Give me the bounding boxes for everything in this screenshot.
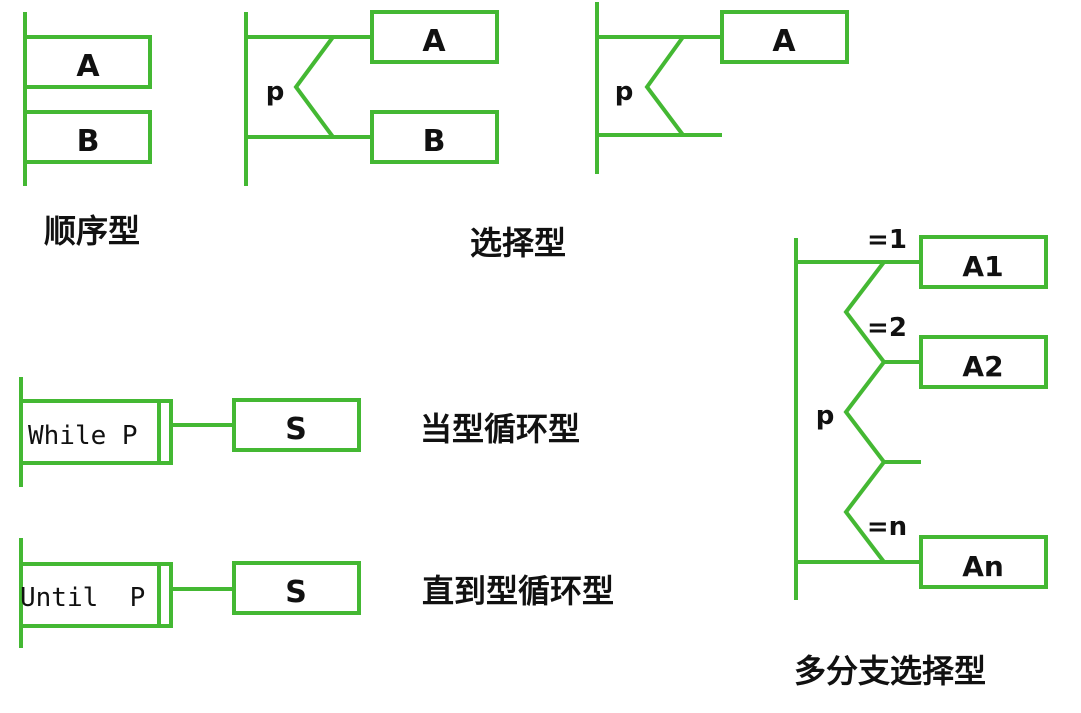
multi-selection-box-an xyxy=(919,535,1048,589)
multi-selection-branch-2-label: =2 xyxy=(867,313,907,343)
selection-diagram: p A B 选择型 xyxy=(244,10,566,262)
single-selection-condition-label: p xyxy=(615,77,634,107)
selection-box-b-label: B xyxy=(423,124,446,159)
while-loop-body-box xyxy=(232,398,361,452)
until-loop-condition-box xyxy=(19,562,173,628)
until-loop-body-box xyxy=(232,561,361,615)
single-branch-selection-diagram: p A xyxy=(595,2,849,174)
multi-selection-branch-n-label: =n xyxy=(867,512,907,542)
until-loop-condition-label: Until P xyxy=(20,583,145,613)
multi-selection-caption: 多分支选择型 xyxy=(794,652,986,690)
single-selection-box-a-label: A xyxy=(772,24,796,59)
multi-selection-decision-zigzag xyxy=(843,260,887,564)
until-loop-diagram: Until P S 直到型循环型 xyxy=(19,538,614,648)
sequence-box-b-label: B xyxy=(77,124,100,159)
multi-selection-box-a2-label: A2 xyxy=(962,350,1003,383)
multi-selection-condition-label: p xyxy=(816,401,835,431)
while-loop-condition-box xyxy=(19,399,173,465)
multi-selection-box-a1 xyxy=(919,235,1048,289)
multi-branch-selection-diagram: p =1 A1 =2 A2 =n An 多分支选择型 xyxy=(794,225,1048,690)
while-loop-body-label: S xyxy=(285,412,307,447)
sequence-diagram: A B 顺序型 xyxy=(23,12,152,250)
multi-selection-branch-1-label: =1 xyxy=(867,225,907,255)
while-loop-condition-label: While P xyxy=(28,421,138,451)
selection-box-a xyxy=(370,10,499,64)
selection-condition-label: p xyxy=(266,77,285,107)
while-loop-caption: 当型循环型 xyxy=(420,410,580,448)
multi-selection-box-a1-label: A1 xyxy=(962,250,1003,283)
selection-box-a-label: A xyxy=(422,24,446,59)
multi-selection-box-an-label: An xyxy=(962,550,1004,583)
sequence-box-a-label: A xyxy=(76,49,100,84)
sequence-caption: 顺序型 xyxy=(44,212,140,250)
selection-decision-chevron xyxy=(293,35,335,139)
multi-selection-box-a2 xyxy=(919,335,1048,389)
until-loop-caption: 直到型循环型 xyxy=(422,572,614,610)
while-loop-diagram: While P S 当型循环型 xyxy=(19,377,580,487)
selection-caption: 选择型 xyxy=(470,224,566,262)
sequence-box-b xyxy=(23,110,152,164)
sequence-box-a xyxy=(23,35,152,89)
single-selection-box-a xyxy=(720,10,849,64)
until-loop-body-label: S xyxy=(285,575,307,610)
single-selection-decision-chevron xyxy=(644,35,685,137)
selection-box-b xyxy=(370,110,499,164)
